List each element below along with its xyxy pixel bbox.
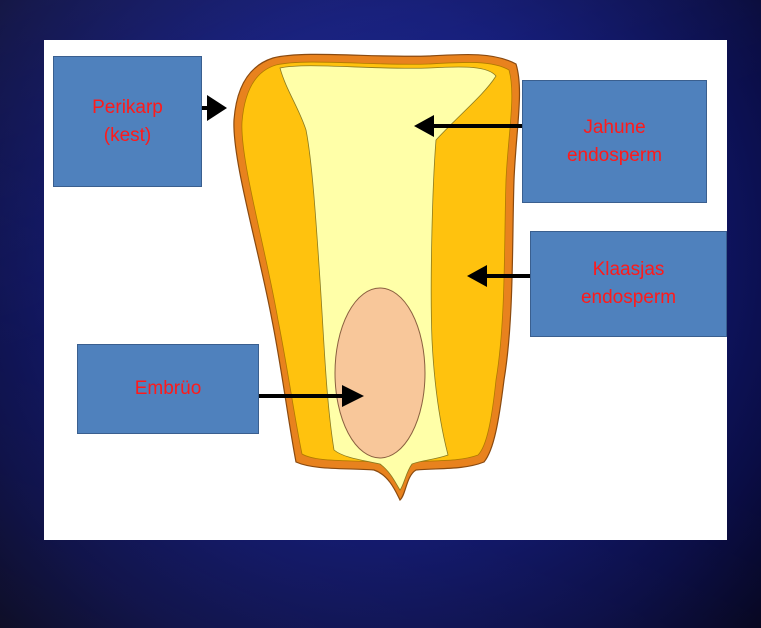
- label-embryo: Embrüo: [77, 344, 259, 434]
- embryo-shape: [335, 288, 425, 458]
- label-embryo-text: Embrüo: [135, 375, 202, 403]
- label-jahune-endosperm: Jahune endosperm: [522, 80, 707, 203]
- label-perikarp: Perikarp (kest): [53, 56, 202, 187]
- label-jahune-text: Jahune endosperm: [567, 114, 662, 169]
- diagram-panel: Perikarp (kest) Jahune endosperm Klaasja…: [44, 40, 727, 540]
- label-klaasjas-text: Klaasjas endosperm: [581, 256, 676, 311]
- arrow-perikarp: [202, 95, 227, 121]
- label-perikarp-text: Perikarp (kest): [92, 94, 163, 149]
- label-klaasjas-endosperm: Klaasjas endosperm: [530, 231, 727, 337]
